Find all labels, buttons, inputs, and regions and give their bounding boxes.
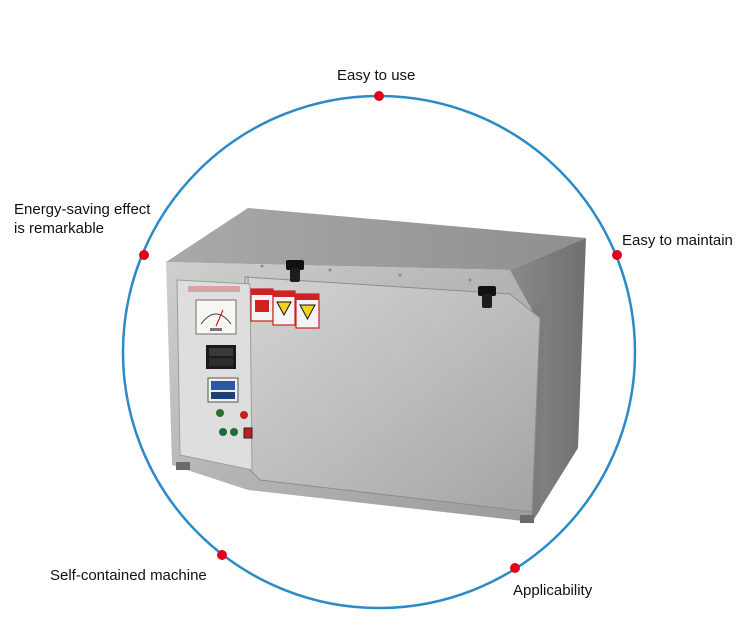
panel-buttons — [216, 409, 253, 439]
feature-dot-left — [139, 250, 149, 260]
timer-controller — [207, 377, 239, 403]
feature-label-energy-saving-line2: is remarkable — [14, 220, 105, 237]
feature-label-self-contained: Self-contained machine — [50, 567, 207, 584]
control-panel — [176, 279, 253, 471]
feature-dot-bottom-left — [217, 550, 227, 560]
feature-label-energy-saving-line1: Energy-saving effect — [14, 201, 151, 218]
feature-dot-right — [612, 250, 622, 260]
latch-right — [478, 286, 496, 308]
ammeter-gauge — [195, 299, 237, 335]
warning-triangle-icon — [276, 301, 292, 317]
test-chamber-illustration — [166, 208, 586, 523]
warning-triangle-icon — [299, 304, 316, 321]
warning-stickers — [250, 288, 320, 329]
feature-label-easy-to-use: Easy to use — [337, 67, 416, 84]
latch-left — [286, 260, 304, 282]
feature-label-energy-saving: Energy-saving effect is remarkable — [14, 200, 150, 238]
feature-label-easy-to-maintain: Easy to maintain — [622, 232, 733, 249]
feature-dot-top — [374, 91, 384, 101]
feature-label-applicability: Applicability — [513, 582, 593, 599]
feature-dot-bottom-right — [510, 563, 520, 573]
temperature-controller — [206, 345, 236, 369]
